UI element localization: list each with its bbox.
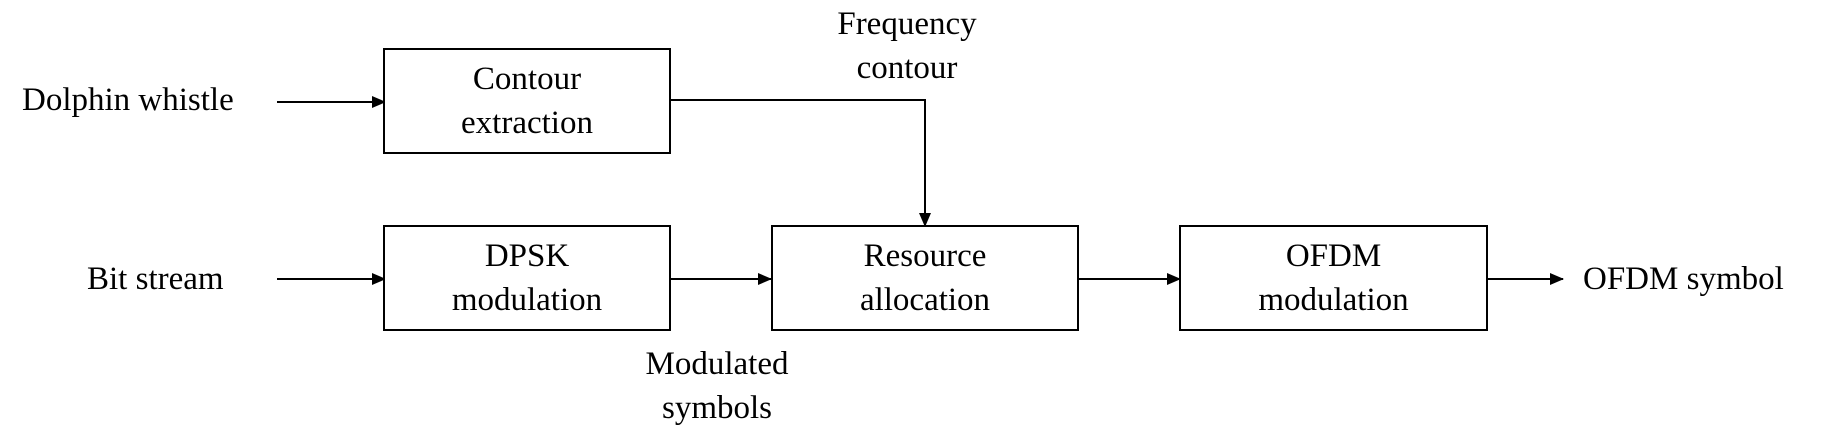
resource-allocation-block: Resource allocation: [771, 225, 1079, 331]
dpsk-modulation-line-1: DPSK: [484, 238, 570, 274]
dpsk-modulation-block: DPSK modulation: [383, 225, 671, 331]
frequency-contour-label: Frequency contour: [807, 2, 1007, 90]
input-label-bit-stream: Bit stream: [87, 261, 224, 297]
resource-allocation-line-2: allocation: [859, 282, 991, 318]
dpsk-modulation-line-2: modulation: [451, 282, 603, 318]
contour-extraction-line-2: extraction: [461, 105, 593, 141]
contour-extraction-line-1: Contour: [472, 61, 582, 97]
modulated-symbols-line-1: Modulated: [645, 346, 789, 382]
input-label-dolphin-whistle: Dolphin whistle: [22, 82, 234, 118]
ofdm-modulation-block: OFDM modulation: [1179, 225, 1488, 331]
frequency-contour-line-1: Frequency: [837, 6, 977, 42]
modulated-symbols-line-2: symbols: [661, 390, 773, 426]
arrow-contour-to-resource: [670, 99, 931, 227]
contour-extraction-block: Contour extraction: [383, 48, 671, 154]
frequency-contour-line-2: contour: [856, 50, 958, 86]
resource-allocation-line-1: Resource: [863, 238, 987, 274]
modulated-symbols-label: Modulated symbols: [617, 342, 817, 430]
ofdm-modulation-line-2: modulation: [1258, 282, 1409, 318]
output-label-ofdm-symbol: OFDM symbol: [1583, 261, 1784, 297]
ofdm-modulation-line-1: OFDM: [1285, 238, 1382, 274]
